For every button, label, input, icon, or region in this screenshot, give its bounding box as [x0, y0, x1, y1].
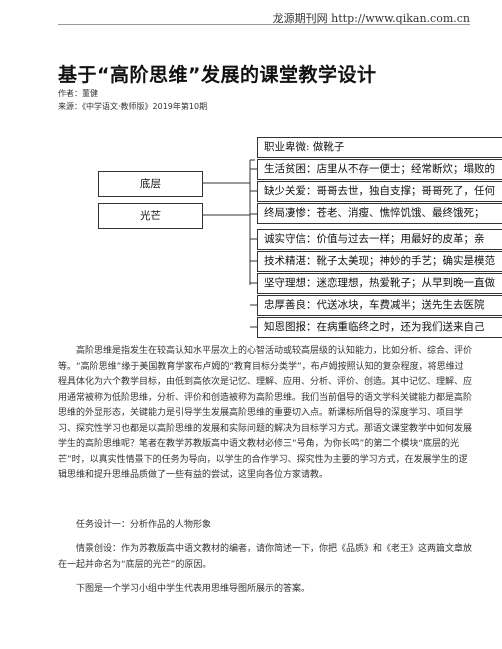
- mindmap-branch-bottom: 底层: [98, 171, 203, 197]
- leaf-skill-text: 技术精湛：靴子太美现；神妙的手艺；确实是模范: [264, 255, 495, 267]
- leaf-honesty-text: 诚实守信：价值与过去一样；用最好的皮革；亲: [264, 233, 485, 245]
- leaf-no-care-text: 缺少关爱：哥哥去世，独自支撑；哥哥死了，任何: [264, 185, 495, 197]
- leaf-kindness: 忠厚善良：代送冰块，车费减半；送先生去医院: [257, 295, 502, 316]
- leaf-tragic-end-text: 终局凄惨：苍老、消瘦、憔悴饥饿、最终饿死；: [264, 207, 485, 219]
- leaf-no-care: 缺少关爱：哥哥去世，独自支撑；哥哥死了，任何: [257, 181, 502, 202]
- body-paragraph-figure-intro: 下图是一个学习小组中学生代表用思维导图所展示的答案。: [76, 584, 311, 594]
- body-paragraph-1: 高阶思维是指发生在较高认知水平层次上的心智活动或较高层级的认知能力，比如分析、综…: [58, 346, 473, 480]
- body-paragraph-scenario: 情景创设：作为苏教版高中语文教材的编者，请你简述一下，你把《品质》和《老王》这两…: [58, 544, 473, 570]
- leaf-ideal: 坚守理想：迷恋理想，热爱靴子；从早到晚一直做: [257, 273, 502, 294]
- article-title: 基于“高阶思维”发展的课堂教学设计: [58, 64, 377, 86]
- leaf-gratitude: 知恩图报：在病重临终之时，还为我们送来自己: [257, 317, 502, 338]
- leaf-poverty: 生活贫困：店里从不存一便士；经常断炊；塌败的: [257, 159, 502, 180]
- leaf-honesty: 诚实守信：价值与过去一样；用最好的皮革；亲: [257, 229, 502, 250]
- mindmap-branch-light: 光芒: [98, 203, 203, 229]
- branch-light-label: 光芒: [140, 210, 161, 222]
- body-task-heading: 任务设计一：分析作品的人物形象: [76, 520, 212, 530]
- leaf-kindness-text: 忠厚善良：代送冰块，车费减半；送先生去医院: [264, 299, 485, 311]
- site-header: 龙源期刊网 http://www.qikan.com.cn: [272, 12, 470, 25]
- leaf-poverty-text: 生活贫困：店里从不存一便士；经常断炊；塌败的: [264, 163, 495, 175]
- leaf-skill: 技术精湛：靴子太美现；神妙的手艺；确实是模范: [257, 251, 502, 272]
- mindmap-top-box: 职业卑微: 做靴子: [257, 137, 502, 158]
- header-rule: [58, 24, 470, 25]
- leaf-gratitude-text: 知恩图报：在病重临终之时，还为我们送来自己: [264, 321, 485, 333]
- mindmap-top-text: 职业卑微: 做靴子: [264, 141, 345, 153]
- leaf-ideal-text: 坚守理想：迷恋理想，热爱靴子；从早到晚一直做: [264, 277, 495, 289]
- leaf-tragic-end: 终局凄惨：苍老、消瘦、憔悴饥饿、最终饿死；: [257, 203, 502, 224]
- article-source: 来源：《中学语文·教师版》2019年第10期: [58, 102, 208, 111]
- article-author: 作者：董健: [58, 89, 98, 98]
- branch-bottom-label: 底层: [140, 178, 161, 190]
